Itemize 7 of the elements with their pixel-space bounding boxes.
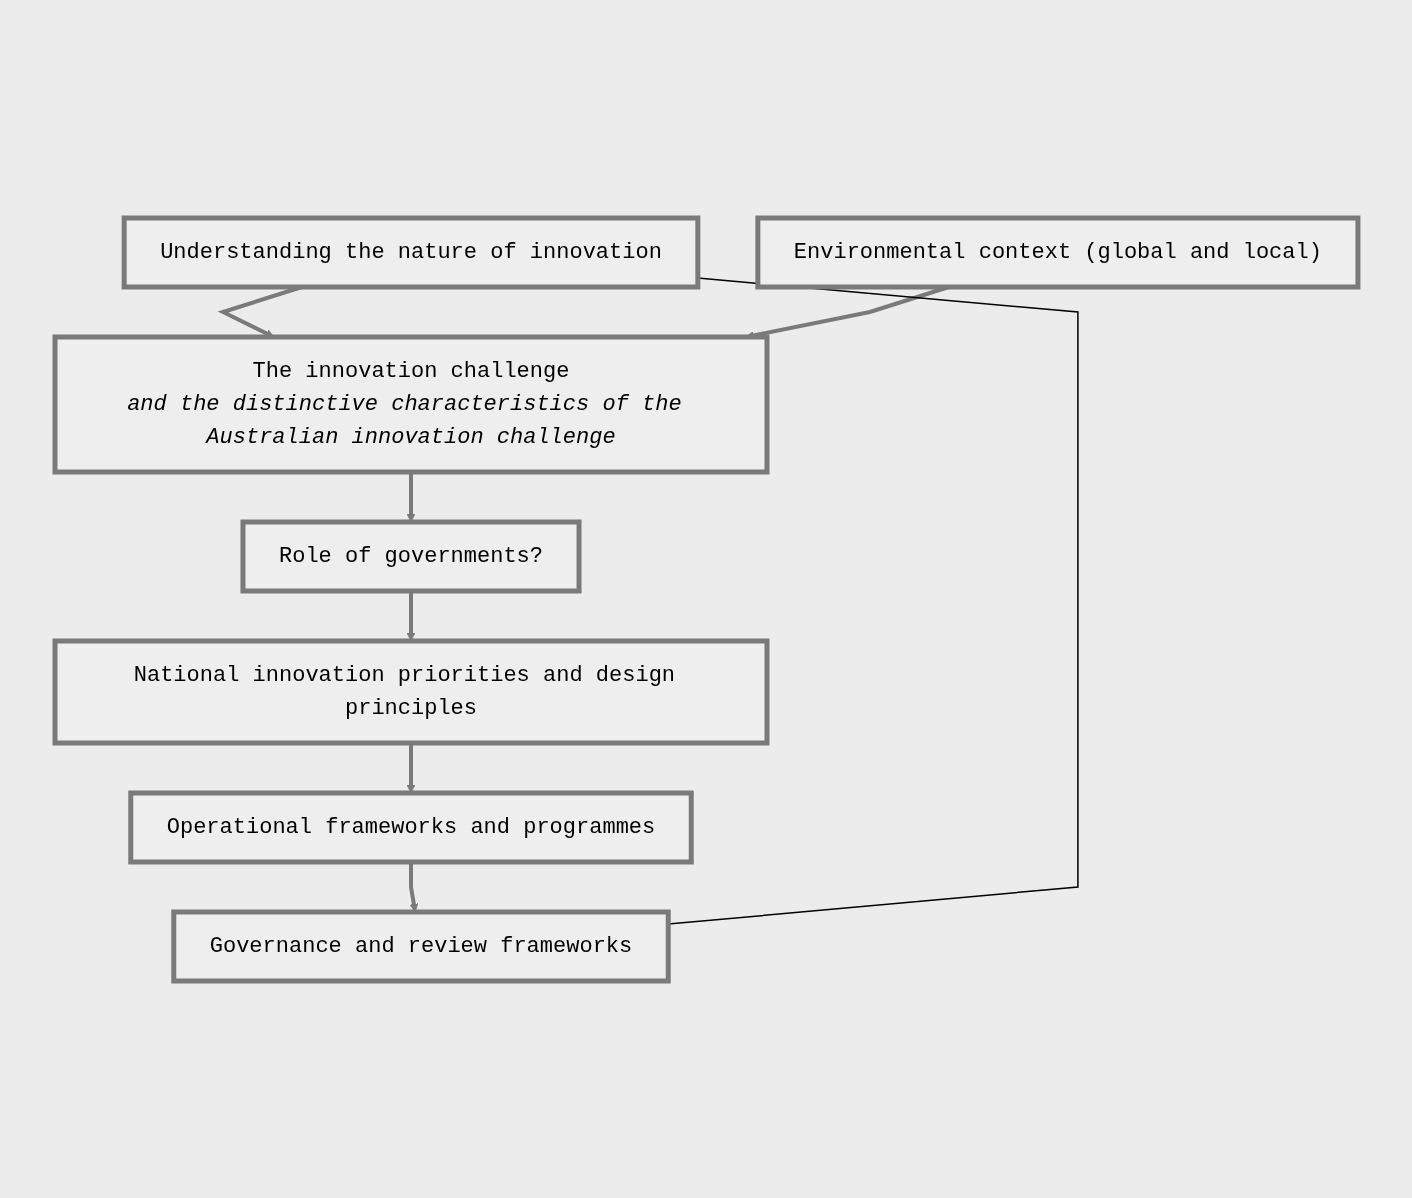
node-box: Governance and review frameworks <box>170 909 671 983</box>
node-box: Role of governments? <box>240 519 582 593</box>
node-box: Environmental context (global and local) <box>754 215 1360 289</box>
node-box: National innovation priorities and design principles <box>52 638 770 745</box>
node-box: Operational frameworks and programmes <box>127 790 694 864</box>
node-box: Understanding the nature of innovation <box>121 215 700 289</box>
node-box: The innovation challenge and the distinctive characteristics of the Australian innovation challenge <box>52 334 770 474</box>
